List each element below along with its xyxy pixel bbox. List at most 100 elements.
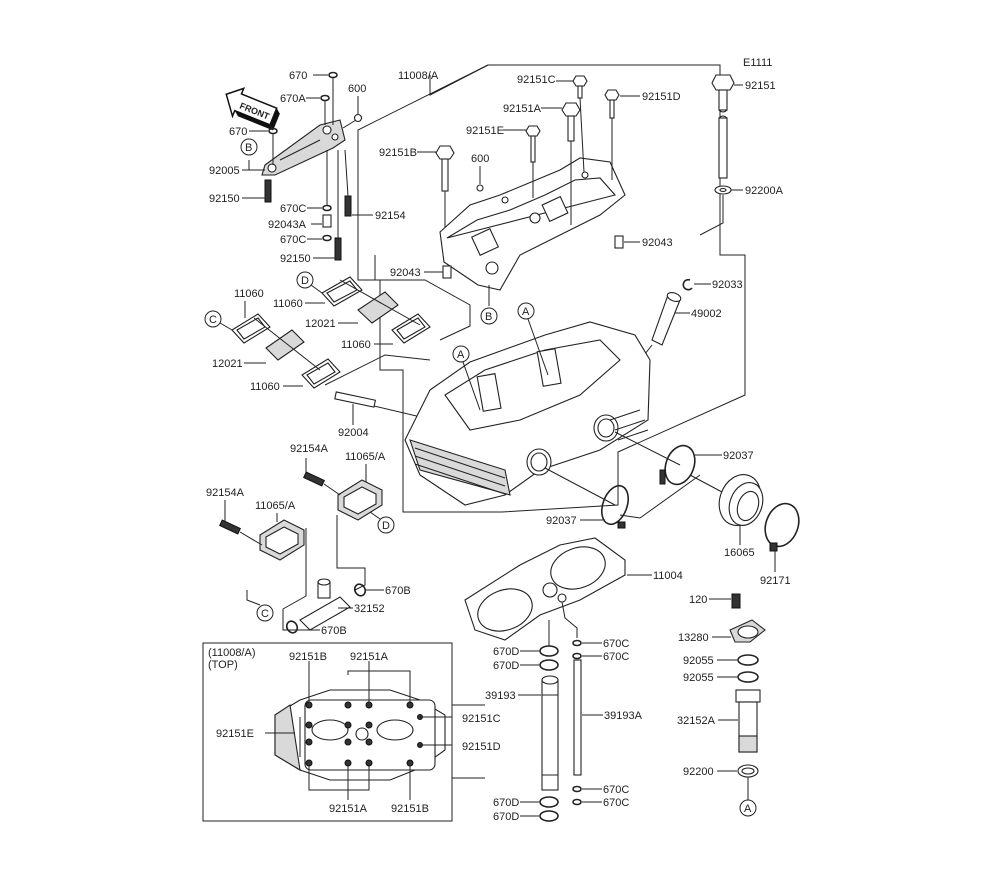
label-16065: 16065	[724, 547, 755, 559]
gasket-11060-d	[321, 276, 363, 307]
inset-frame	[202, 642, 453, 822]
label-11008a: 11008/A	[398, 70, 439, 82]
label-92151c: 92151C	[517, 74, 556, 86]
ball-600-right	[476, 184, 484, 192]
ref-marker-c-top: C	[204, 310, 222, 328]
bolt-92154a-right	[303, 471, 325, 487]
label-92043-right: 92043	[642, 237, 673, 249]
bolt-92150-b	[334, 237, 342, 261]
inset-label-92151b-bottom: 92151B	[391, 803, 429, 815]
oring-670a	[320, 94, 330, 102]
gasket-11060-e	[301, 358, 341, 389]
label-92033: 92033	[712, 279, 743, 291]
label-670c-2: 670C	[603, 651, 629, 663]
intake-boot-16065	[718, 474, 764, 526]
oring-92055-b	[737, 671, 759, 683]
label-92154a-left: 92154A	[206, 487, 245, 499]
inset-label-92151e: 92151E	[216, 728, 254, 740]
label-92200a: 92200A	[745, 185, 784, 197]
label-670c-1: 670C	[603, 638, 629, 650]
label-92154: 92154	[375, 210, 406, 222]
stud-92004	[334, 391, 377, 408]
label-670d-3: 670D	[493, 797, 519, 809]
reed-cover-11065a-right	[337, 479, 383, 521]
label-670d-4: 670D	[493, 811, 519, 823]
label-92150-a: 92150	[209, 193, 240, 205]
label-11060-b: 11060	[273, 298, 303, 310]
oring-92055-a	[737, 654, 759, 666]
label-670d-2: 670D	[493, 660, 519, 672]
label-12021-b: 12021	[212, 358, 243, 370]
label-32152a: 32152A	[677, 715, 716, 727]
bolt-92151a	[561, 102, 581, 142]
label-92200: 92200	[683, 766, 714, 778]
clamp-92037-right	[659, 444, 696, 486]
bolt-120	[731, 593, 741, 609]
head-gasket-11004	[464, 537, 626, 641]
ball-600-left	[353, 113, 363, 123]
inset-label-92151b-top: 92151B	[289, 651, 327, 663]
label-32152: 32152	[354, 603, 385, 615]
oring-670c-2	[572, 652, 582, 660]
label-92037-left: 92037	[546, 515, 577, 527]
svg-text:D: D	[382, 520, 390, 532]
label-39193: 39193	[485, 690, 516, 702]
label-11065a-left: 11065/A	[255, 500, 296, 512]
bolt-92151d	[604, 89, 620, 119]
group-outline	[357, 64, 746, 513]
label-92151b: 92151B	[379, 147, 417, 159]
bolt-92151	[711, 74, 735, 179]
label-600-left: 600	[348, 83, 366, 95]
rocker-bracket	[261, 119, 346, 176]
camshaft-holder	[439, 157, 626, 291]
bolt-92151c	[572, 75, 588, 99]
label-12021-a: 12021	[305, 318, 336, 330]
bolt-92154a-left	[219, 519, 241, 535]
label-13280: 13280	[678, 632, 709, 644]
oring-670b-left	[285, 620, 299, 634]
oring-670c-a	[322, 204, 332, 212]
inset-label-92151d: 92151D	[462, 741, 501, 753]
oring-670b-right	[353, 583, 367, 597]
reed-12021-a	[357, 291, 399, 324]
cap-13280	[729, 619, 766, 643]
oring-670-mid	[268, 127, 278, 135]
ref-marker-d-bottom: D	[377, 516, 395, 534]
label-92043a: 92043A	[268, 219, 307, 231]
inset-title-line1: (11008/A)	[208, 647, 256, 659]
label-670-mid: 670	[229, 126, 247, 138]
ref-marker-b-right: B	[480, 307, 498, 325]
tpipe-32152	[299, 578, 351, 631]
ref-marker-a-bottom: A	[739, 799, 757, 817]
ref-marker-b-left: B	[240, 138, 258, 156]
label-92043-left: 92043	[390, 267, 421, 279]
pipe-32152a	[735, 689, 761, 753]
inset-label-92151c: 92151C	[462, 713, 501, 725]
oil-pipe-39193a	[573, 659, 582, 776]
label-92151d: 92151D	[642, 91, 681, 103]
label-120: 120	[689, 594, 707, 606]
label-92151: 92151	[745, 80, 776, 92]
inset-connector	[451, 643, 485, 706]
oring-670-top	[328, 71, 338, 79]
ref-marker-d-top: D	[296, 271, 314, 289]
label-49002: 49002	[691, 308, 722, 320]
label-11004: 11004	[653, 570, 683, 582]
label-92055-b: 92055	[683, 672, 714, 684]
oring-670d-2	[539, 659, 559, 671]
label-670c-4: 670C	[603, 797, 629, 809]
clamp-92037-left	[601, 484, 629, 529]
label-670c-b: 670C	[280, 234, 306, 246]
dowel-92043-right	[614, 235, 624, 249]
label-92150-b: 92150	[280, 253, 311, 265]
svg-text:D: D	[301, 275, 309, 287]
cylinder-head	[404, 321, 651, 506]
label-670a: 670A	[280, 93, 306, 105]
front-arrow-icon: FRONT	[225, 87, 280, 131]
label-670b-left: 670B	[321, 625, 347, 637]
label-11060-d: 11060	[250, 381, 280, 393]
bolt-92151b	[435, 145, 455, 192]
svg-text:A: A	[522, 306, 530, 318]
label-11060-a: 11060	[234, 288, 264, 300]
